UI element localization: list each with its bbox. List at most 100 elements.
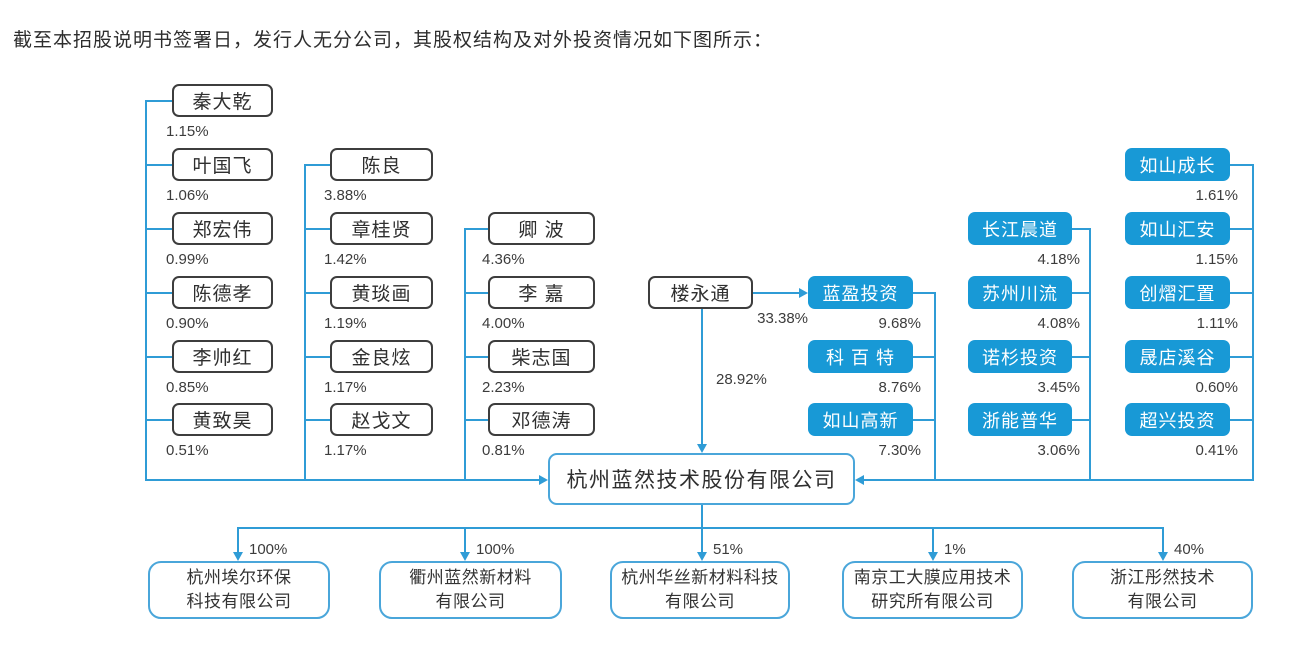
connector-line (145, 356, 172, 358)
ownership-percent-label: 33.38% (757, 310, 808, 327)
connector-line (913, 292, 936, 294)
ownership-percent-label: 1.42% (324, 251, 367, 268)
ownership-percent-label: 0.81% (482, 442, 525, 459)
connector-line (934, 292, 936, 481)
shareholder-node: 李帅红 (172, 340, 273, 373)
connector-line (145, 292, 172, 294)
shareholder-node: 秦大乾 (172, 84, 273, 117)
connector-line (145, 419, 172, 421)
subsidiary-name-line: 有限公司 (665, 592, 735, 611)
connector-line (304, 356, 330, 358)
shareholder-node: 陈良 (330, 148, 433, 181)
ownership-percent-label: 4.36% (482, 251, 525, 268)
institution-node: 晟店溪谷 (1125, 340, 1230, 373)
intro-paragraph: 截至本招股说明书签署日，发行人无分公司，其股权结构及对外投资情况如下图所示： (13, 30, 774, 51)
shareholder-node: 金良炫 (330, 340, 433, 373)
subsidiary-name-line: 衢州蓝然新材料 (409, 568, 532, 587)
connector-line (237, 527, 1164, 529)
institution-node: 如山汇安 (1125, 212, 1230, 245)
subsidiary-node: 南京工大膜应用技术研究所有限公司 (842, 561, 1023, 619)
connector-line (237, 528, 239, 553)
subsidiary-name-line: 南京工大膜应用技术 (853, 568, 1012, 587)
connector-line (145, 100, 172, 102)
connector-line (701, 309, 703, 446)
connector-line (464, 419, 488, 421)
ownership-percent-label: 1.11% (1196, 315, 1238, 332)
ownership-percent-label: 51% (713, 541, 744, 558)
subsidiary-name-line: 杭州埃尔环保 (186, 568, 292, 587)
ownership-percent-label: 3.45% (1037, 379, 1080, 396)
ownership-percent-label: 0.41% (1195, 442, 1238, 459)
ownership-percent-label: 3.88% (324, 187, 367, 204)
connector-line (1072, 419, 1091, 421)
shareholder-node: 邓德涛 (488, 403, 595, 436)
connector-line (913, 419, 936, 421)
ownership-percent-label: 40% (1174, 541, 1205, 558)
ownership-percent-label: 1% (944, 541, 966, 558)
connector-line (701, 528, 703, 553)
subsidiary-node: 衢州蓝然新材料有限公司 (379, 561, 562, 619)
connector-line (464, 228, 466, 481)
connector-line (304, 292, 330, 294)
subsidiary-node: 浙江彤然技术有限公司 (1072, 561, 1253, 619)
arrowhead (928, 552, 938, 561)
institution-node: 诺杉投资 (968, 340, 1072, 373)
arrowhead (697, 552, 707, 561)
connector-line (1230, 356, 1254, 358)
ownership-percent-label: 1.61% (1195, 187, 1238, 204)
connector-line (932, 528, 934, 553)
connector-line (1230, 419, 1254, 421)
institution-node: 长江晨道 (968, 212, 1072, 245)
connector-line (464, 356, 488, 358)
ownership-percent-label: 100% (249, 541, 288, 558)
connector-line (1230, 292, 1254, 294)
shareholder-node: 李 嘉 (488, 276, 595, 309)
subsidiary-name-line: 研究所有限公司 (871, 592, 994, 611)
connector-line (464, 228, 488, 230)
ownership-percent-label: 9.68% (878, 315, 921, 332)
ownership-percent-label: 7.30% (878, 442, 921, 459)
arrowhead (539, 475, 548, 485)
shareholder-node: 叶国飞 (172, 148, 273, 181)
connector-line (913, 356, 936, 358)
connector-line (304, 228, 330, 230)
connector-line (1089, 228, 1091, 481)
ownership-percent-label: 1.19% (324, 315, 367, 332)
ownership-percent-label: 8.76% (878, 379, 921, 396)
connector-line (1072, 228, 1091, 230)
arrowhead (233, 552, 243, 561)
connector-line (145, 100, 147, 481)
institution-node: 蓝盈投资 (808, 276, 913, 309)
ownership-percent-label: 4.08% (1037, 315, 1080, 332)
connector-line (1230, 164, 1254, 166)
ownership-percent-label: 1.17% (324, 379, 367, 396)
ownership-percent-label: 0.90% (166, 315, 209, 332)
controller-node: 楼永通 (648, 276, 753, 309)
shareholder-node: 卿 波 (488, 212, 595, 245)
arrowhead (460, 552, 470, 561)
connector-line (753, 292, 799, 294)
shareholder-node: 柴志国 (488, 340, 595, 373)
institution-node: 浙能普华 (968, 403, 1072, 436)
ownership-percent-label: 0.51% (166, 442, 209, 459)
connector-line (304, 164, 330, 166)
connector-line (864, 479, 1254, 481)
ownership-percent-label: 0.85% (166, 379, 209, 396)
connector-line (1230, 228, 1254, 230)
ownership-percent-label: 1.06% (166, 187, 209, 204)
ownership-percent-label: 1.17% (324, 442, 367, 459)
ownership-percent-label: 1.15% (1195, 251, 1238, 268)
subsidiary-name-line: 有限公司 (435, 592, 506, 611)
subsidiary-name-line: 杭州华丝新材料科技 (621, 568, 779, 587)
connector-line (1252, 164, 1254, 481)
shareholder-node: 黄致昊 (172, 403, 273, 436)
connector-line (701, 505, 703, 528)
shareholder-node: 赵戈文 (330, 403, 433, 436)
connector-line (1072, 356, 1091, 358)
shareholder-node: 陈德孝 (172, 276, 273, 309)
ownership-percent-label: 4.18% (1037, 251, 1080, 268)
connector-line (145, 228, 172, 230)
institution-node: 创熠汇置 (1125, 276, 1230, 309)
ownership-percent-label: 4.00% (482, 315, 525, 332)
